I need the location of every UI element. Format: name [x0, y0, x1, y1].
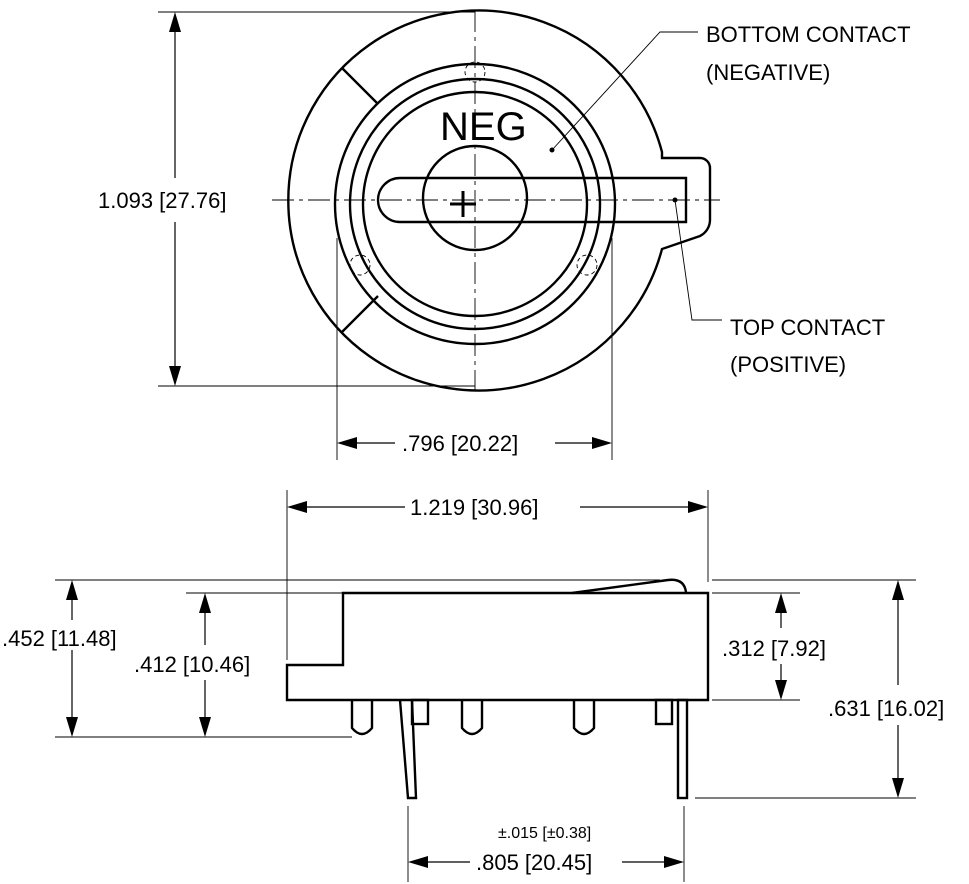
- leader-top-contact: [674, 199, 722, 321]
- arrow-down-icon-2: [66, 717, 78, 737]
- arrow-left-icon-2: [287, 501, 307, 513]
- arrow-right-icon-3: [664, 856, 684, 868]
- pins: [350, 698, 689, 800]
- top-contact-strip: [376, 176, 688, 224]
- top-view: NEG 1.093 [27.76] .796 [20.22] BOTTOM CO…: [98, 9, 911, 460]
- arrow-up-icon: [169, 12, 181, 32]
- hidden-hole-left: [349, 254, 371, 276]
- pin-1: [350, 700, 374, 736]
- pin-stub-right: [654, 698, 674, 726]
- dim-height-label: 1.093 [27.76]: [98, 188, 226, 213]
- side-view: 1.219 [30.96] .452 [11.48] .412 [1: [2, 490, 944, 882]
- top-contact-label-1: TOP CONTACT: [730, 315, 885, 340]
- dim-width-label: .796 [20.22]: [402, 431, 518, 456]
- arrow-down-icon-4: [775, 680, 787, 700]
- dim-right-body-label: .312 [7.92]: [722, 636, 826, 661]
- cut-line-bottom: [341, 295, 379, 333]
- arrow-right-icon: [592, 437, 612, 449]
- arrow-down-icon-5: [892, 778, 904, 798]
- arrow-left-icon: [337, 437, 357, 449]
- pin-3: [572, 700, 596, 736]
- holder-outline: [287, 9, 712, 392]
- spring-contact: [571, 578, 688, 595]
- pin-lead-left: [398, 699, 418, 800]
- bottom-contact-label-1: BOTTOM CONTACT: [706, 22, 911, 47]
- dim-inner-left-label: .412 [10.46]: [134, 652, 250, 677]
- hidden-hole-right: [576, 254, 598, 276]
- pin-lead-right: [676, 698, 689, 800]
- dim-overall-left-label: .452 [11.48]: [2, 626, 117, 651]
- cut-line-top: [341, 67, 379, 105]
- pin-stub-left: [410, 698, 430, 726]
- arrow-left-icon-3: [408, 856, 428, 868]
- arrow-right-icon-2: [688, 501, 708, 513]
- arrow-down-icon: [169, 366, 181, 386]
- pin-2: [460, 700, 484, 736]
- dim-right-total-label: .631 [16.02]: [828, 696, 944, 721]
- leader-dot-top: [672, 197, 678, 203]
- arrow-up-icon-4: [775, 593, 787, 613]
- arrow-up-icon-5: [892, 580, 904, 600]
- bottom-contact-label-2: (NEGATIVE): [706, 60, 830, 85]
- dim-pin-spacing-label: .805 [20.45]: [476, 850, 592, 875]
- neg-label: NEG: [440, 105, 527, 149]
- arrow-up-icon-2: [66, 580, 78, 600]
- arrow-up-icon-3: [199, 593, 211, 613]
- leader-bottom-contact: [551, 31, 698, 151]
- side-body: [285, 591, 710, 702]
- dim-total-width-label: 1.219 [30.96]: [410, 495, 538, 520]
- top-contact-label-2: (POSITIVE): [730, 352, 846, 377]
- leader-dot-bottom: [549, 147, 555, 153]
- arrow-down-icon-3: [199, 717, 211, 737]
- dim-tolerance-label: ±.015 [±0.38]: [498, 825, 591, 842]
